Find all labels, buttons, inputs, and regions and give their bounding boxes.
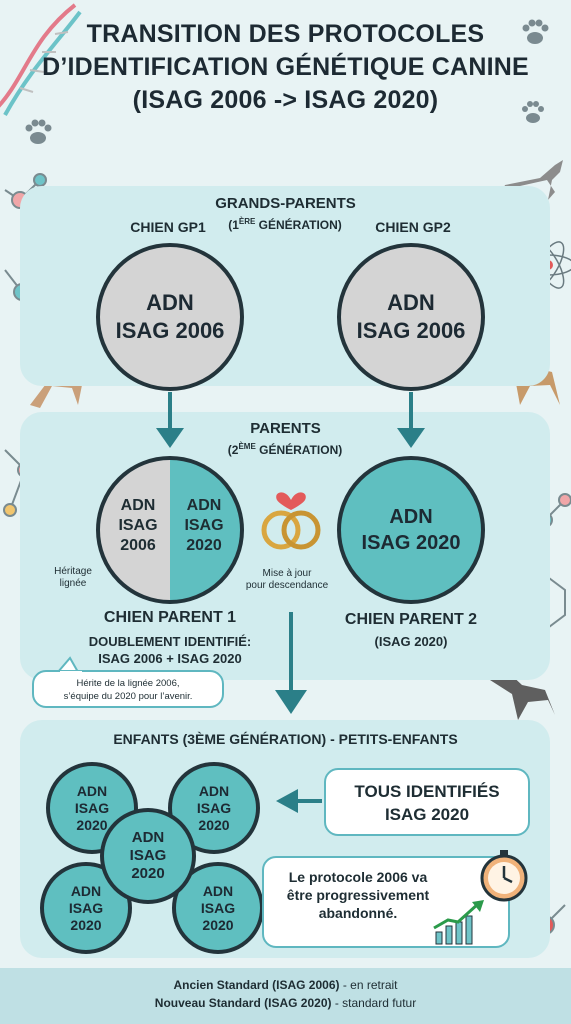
title-line-1: TRANSITION DES PROTOCOLES: [86, 20, 485, 48]
title-line-3: (ISAG 2006 -> ISAG 2020): [132, 86, 439, 114]
heart-icon: [276, 492, 306, 510]
wedding-rings-icon: [261, 492, 321, 550]
grandparents-heading: GRANDS-PARENTS: [215, 195, 356, 212]
arrow-left-icon: [276, 789, 298, 813]
dna-helix-icon: [0, 3, 82, 116]
parents-heading: PARENTS: [250, 420, 321, 437]
parents-generation: (2ÈME GÉNÉRATION): [227, 442, 343, 457]
dog-gp1-name: CHIEN GP1: [130, 219, 206, 235]
children-heading: ENFANTS (3ÈME GÉNÉRATION) - PETITS-ENFAN…: [113, 731, 458, 747]
arrow-down-icon: [156, 428, 184, 448]
parent2-subtitle: (ISAG 2020): [374, 634, 448, 649]
parent2-name: CHIEN PARENT 2: [344, 611, 478, 628]
legend-new-standard: Nouveau Standard (ISAG 2020) - standard …: [154, 996, 417, 1010]
dog-gp2-name: CHIEN GP2: [375, 219, 451, 235]
parent1-name: CHIEN PARENT 1: [103, 609, 237, 626]
legend-old-standard: Ancien Standard (ISAG 2006) - en retrait: [173, 978, 398, 992]
page-title: TRANSITION DES PROTOCOLES D’IDENTIFICATI…: [40, 18, 531, 117]
parent1-note-bubble: Hérite de la lignée 2006,s’équipe du 202…: [32, 670, 224, 708]
legend-footer: [0, 968, 571, 1024]
grandparents-generation: (1ÈRE GÉNÉRATION): [228, 217, 342, 232]
title-line-2: D’IDENTIFICATION GÉNÉTIQUE CANINE: [42, 53, 529, 81]
rising-chart-icon: [433, 900, 484, 945]
parent1-subtitle: DOUBLEMENT IDENTIFIÉ:ISAG 2006 + ISAG 20…: [88, 634, 252, 666]
arrow-down-icon: [397, 428, 425, 448]
legend: Ancien Standard (ISAG 2006) - en retrait…: [0, 976, 571, 1012]
stopwatch-icon: [480, 850, 528, 902]
arrow-down-icon: [275, 690, 307, 714]
speech-bubble-tail: [57, 656, 79, 673]
